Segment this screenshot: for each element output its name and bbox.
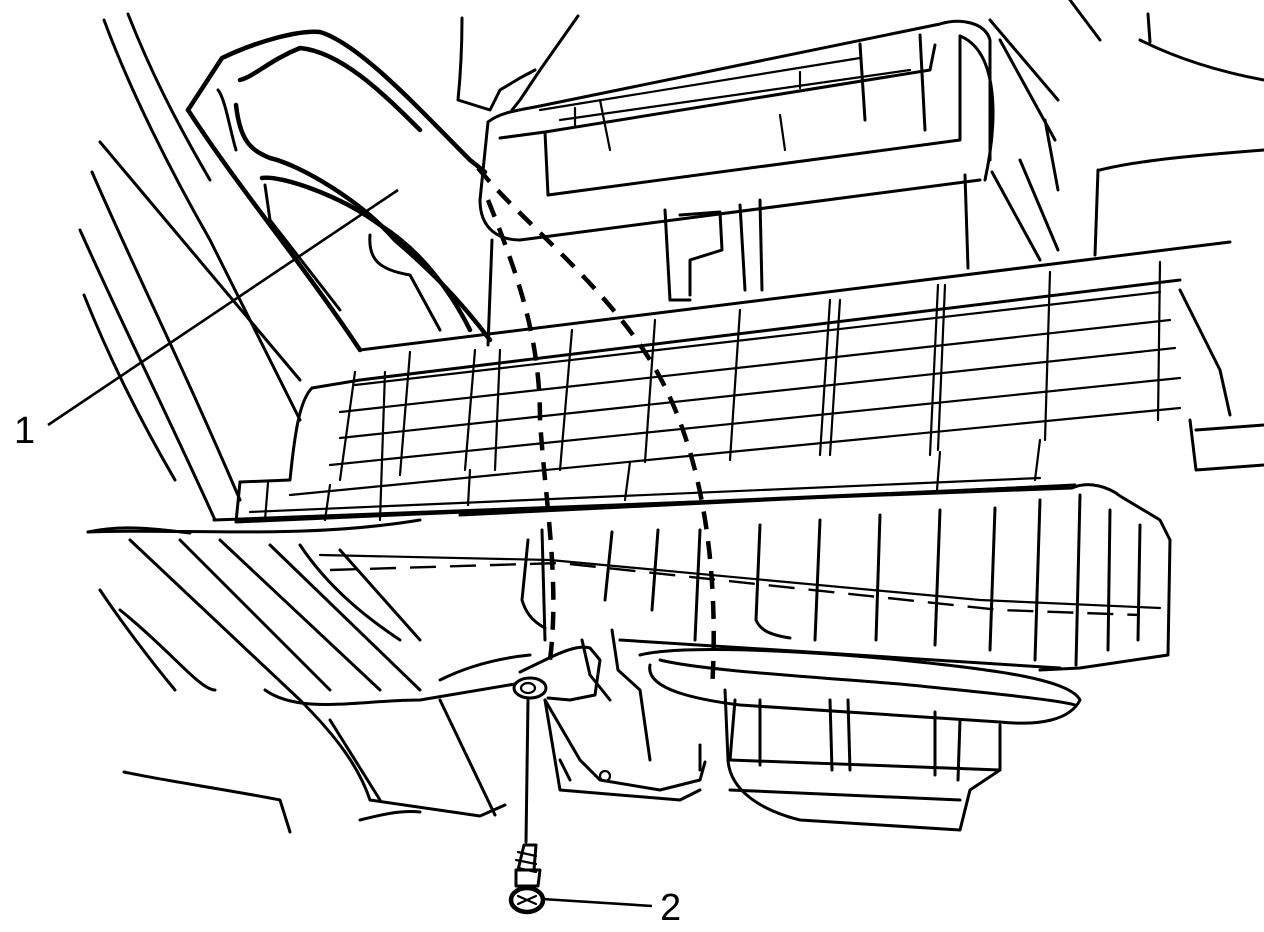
center-plate bbox=[486, 173, 970, 347]
upper-module-box bbox=[456, 0, 1264, 262]
bracket-and-blower bbox=[512, 628, 1082, 832]
lower-left-housing bbox=[98, 538, 532, 834]
dashboard-panel-left bbox=[78, 12, 302, 535]
callout-1-leader bbox=[47, 188, 399, 427]
lower-ribbed-housing bbox=[86, 483, 1172, 672]
callout-1-label: 1 bbox=[14, 410, 35, 452]
screw-fastener bbox=[508, 698, 546, 915]
grille-panel bbox=[234, 240, 1264, 524]
installation-path-lines bbox=[476, 166, 716, 691]
upper-air-duct bbox=[185, 29, 493, 353]
callout-leaders bbox=[47, 188, 653, 908]
callout-2-label: 2 bbox=[660, 887, 681, 929]
callout-2-leader bbox=[541, 897, 653, 908]
